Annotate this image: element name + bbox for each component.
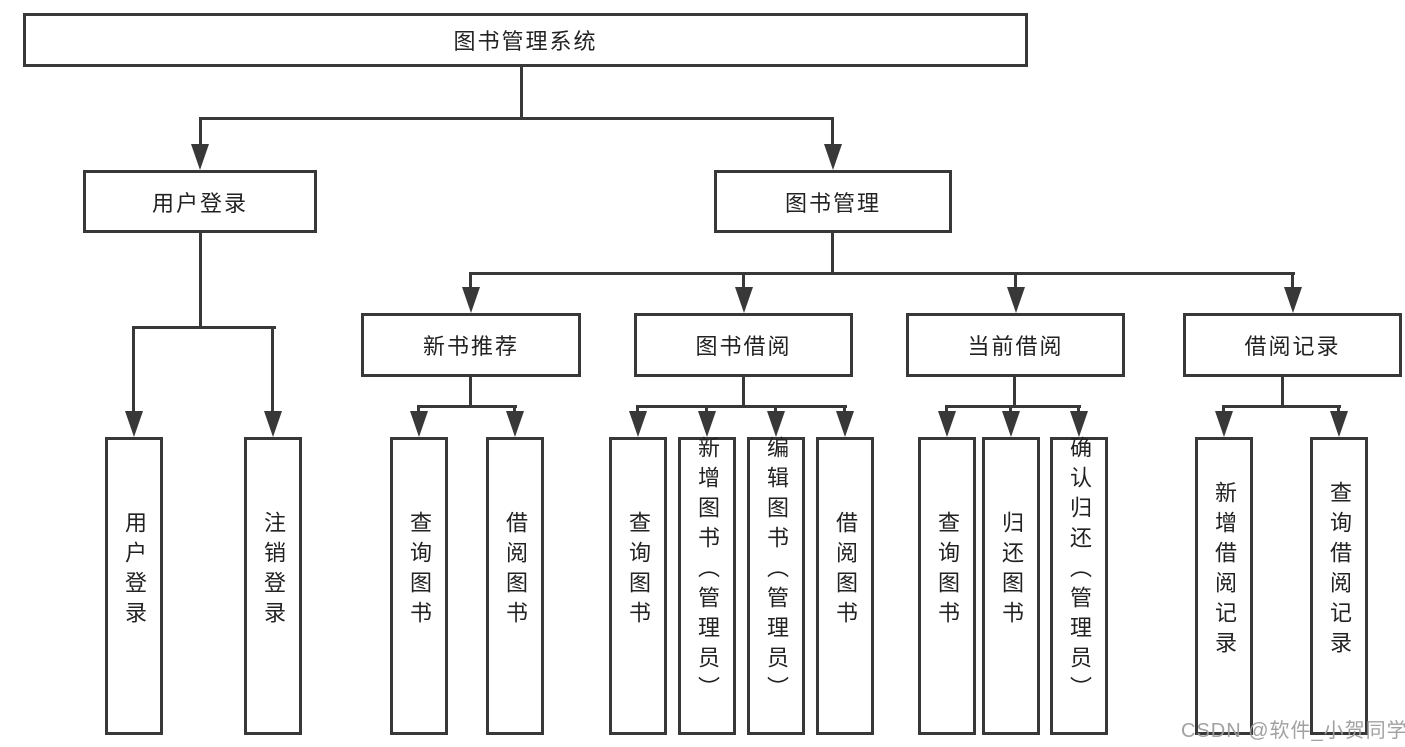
arrowhead-bb-c2 <box>698 411 716 437</box>
leaf-newbook-borrow: 借阅图书 <box>486 437 544 735</box>
node-new-book-label: 新书推荐 <box>422 334 519 359</box>
connector-bb-c3-shaft <box>774 405 777 414</box>
leaf-record-add-label: 新增借阅记录 <box>1212 481 1237 661</box>
connector-cb-drop <box>1013 377 1016 408</box>
arrowhead-bb-c3 <box>767 411 785 437</box>
node-user-login-label: 用户登录 <box>151 190 248 216</box>
node-new-book-recommend: 新书推荐 <box>361 313 581 377</box>
connector-bb-c4-shaft <box>843 405 846 414</box>
leaf-newbook-borrow-label: 借阅图书 <box>503 511 528 631</box>
arrowhead-login <box>191 144 209 170</box>
connector-login-shaft <box>199 117 202 146</box>
watermark: CSDN @软件_小贺同学 <box>1181 720 1405 742</box>
connector-cb-c2-shaft <box>1009 405 1012 414</box>
connector-nb-c2-shaft <box>513 405 516 414</box>
connector-bb-c1-shaft <box>636 405 639 414</box>
arrowhead-bookborrow <box>735 287 753 313</box>
leaf-borrow-borrow-label: 借阅图书 <box>833 511 858 631</box>
node-user-login: 用户登录 <box>83 170 317 233</box>
leaf-borrow-borrow: 借阅图书 <box>816 437 874 735</box>
leaf-logout: 注销登录 <box>244 437 302 735</box>
node-book-borrow-label: 图书借阅 <box>695 334 792 359</box>
node-root: 图书管理系统 <box>23 13 1028 67</box>
arrowhead-br-c2 <box>1330 411 1348 437</box>
connector-newbook-shaft <box>469 272 472 289</box>
node-borrow-record: 借阅记录 <box>1183 313 1402 377</box>
connector-level2-split <box>199 117 834 120</box>
leaf-record-query-label: 查询借阅记录 <box>1327 481 1352 661</box>
arrowhead-cb-c3 <box>1070 411 1088 437</box>
connector-br-c1-shaft <box>1222 405 1225 414</box>
arrowhead-bb-c1 <box>629 411 647 437</box>
arrowhead-cb-c2 <box>1002 411 1020 437</box>
leaf-newbook-query: 查询图书 <box>390 437 448 735</box>
connector-mgmt-shaft <box>831 117 834 146</box>
connector-bb-c2-shaft <box>705 405 708 414</box>
connector-leaf-logout-shaft <box>271 326 274 411</box>
arrowhead-mgmt <box>824 144 842 170</box>
leaf-borrow-add: 新增图书（管理员） <box>678 436 736 735</box>
connector-cb-c3-shaft <box>1077 405 1080 414</box>
connector-mgmt-drop <box>831 233 834 275</box>
connector-borrowrecord-shaft <box>1291 272 1294 289</box>
arrowhead-newbook <box>462 287 480 313</box>
connector-newbook-drop <box>469 377 472 408</box>
connector-bookborrow-shaft <box>742 272 745 289</box>
leaf-record-query: 查询借阅记录 <box>1310 437 1368 735</box>
connector-nb-c1-shaft <box>417 405 420 414</box>
connector-cb-split <box>945 405 1081 408</box>
connector-login-split <box>132 326 276 329</box>
leaf-logout-label: 注销登录 <box>261 511 286 631</box>
connector-br-drop <box>1281 377 1284 408</box>
leaf-borrow-query-label: 查询图书 <box>626 511 651 631</box>
connector-br-split <box>1222 405 1341 408</box>
connector-bb-drop <box>742 377 745 408</box>
leaf-borrow-edit-label: 编辑图书（管理员） <box>764 436 789 706</box>
connector-br-c2-shaft <box>1337 405 1340 414</box>
leaf-current-query: 查询图书 <box>918 437 976 735</box>
leaf-user-login: 用户登录 <box>105 437 163 735</box>
node-root-label: 图书管理系统 <box>453 29 598 54</box>
node-book-management-label: 图书管理 <box>784 190 881 216</box>
arrowhead-currentborrow <box>1007 287 1025 313</box>
leaf-record-add: 新增借阅记录 <box>1195 437 1253 735</box>
connector-leaf-login-shaft <box>132 326 135 411</box>
leaf-current-confirm-label: 确认归还（管理员） <box>1067 436 1092 706</box>
connector-login-drop <box>199 233 202 329</box>
connector-cb-c1-shaft <box>945 405 948 414</box>
leaf-current-query-label: 查询图书 <box>935 511 960 631</box>
leaf-current-return: 归还图书 <box>982 437 1040 735</box>
connector-root-drop <box>520 67 523 118</box>
node-book-borrow: 图书借阅 <box>634 313 853 377</box>
connector-newbook-split <box>417 405 517 408</box>
leaf-user-login-label: 用户登录 <box>122 511 147 631</box>
leaf-current-confirm: 确认归还（管理员） <box>1050 436 1108 735</box>
leaf-borrow-edit: 编辑图书（管理员） <box>747 436 805 735</box>
leaf-borrow-add-label: 新增图书（管理员） <box>695 436 720 706</box>
arrowhead-leaf-logout <box>264 411 282 437</box>
arrowhead-borrowrecord <box>1284 287 1302 313</box>
arrowhead-cb-c1 <box>938 411 956 437</box>
arrowhead-br-c1 <box>1215 411 1233 437</box>
connector-currentborrow-shaft <box>1014 272 1017 289</box>
leaf-current-return-label: 归还图书 <box>999 511 1024 631</box>
connector-bb-split <box>636 405 847 408</box>
arrowhead-nb-c1 <box>410 411 428 437</box>
arrowhead-bb-c4 <box>836 411 854 437</box>
arrowhead-nb-c2 <box>506 411 524 437</box>
node-current-borrow-label: 当前借阅 <box>967 334 1064 359</box>
connector-level3-split <box>469 272 1295 275</box>
leaf-newbook-query-label: 查询图书 <box>407 511 432 631</box>
node-borrow-record-label: 借阅记录 <box>1244 334 1341 359</box>
node-current-borrow: 当前借阅 <box>906 313 1125 377</box>
node-book-management: 图书管理 <box>714 170 952 233</box>
arrowhead-leaf-login <box>125 411 143 437</box>
leaf-borrow-query: 查询图书 <box>609 437 667 735</box>
